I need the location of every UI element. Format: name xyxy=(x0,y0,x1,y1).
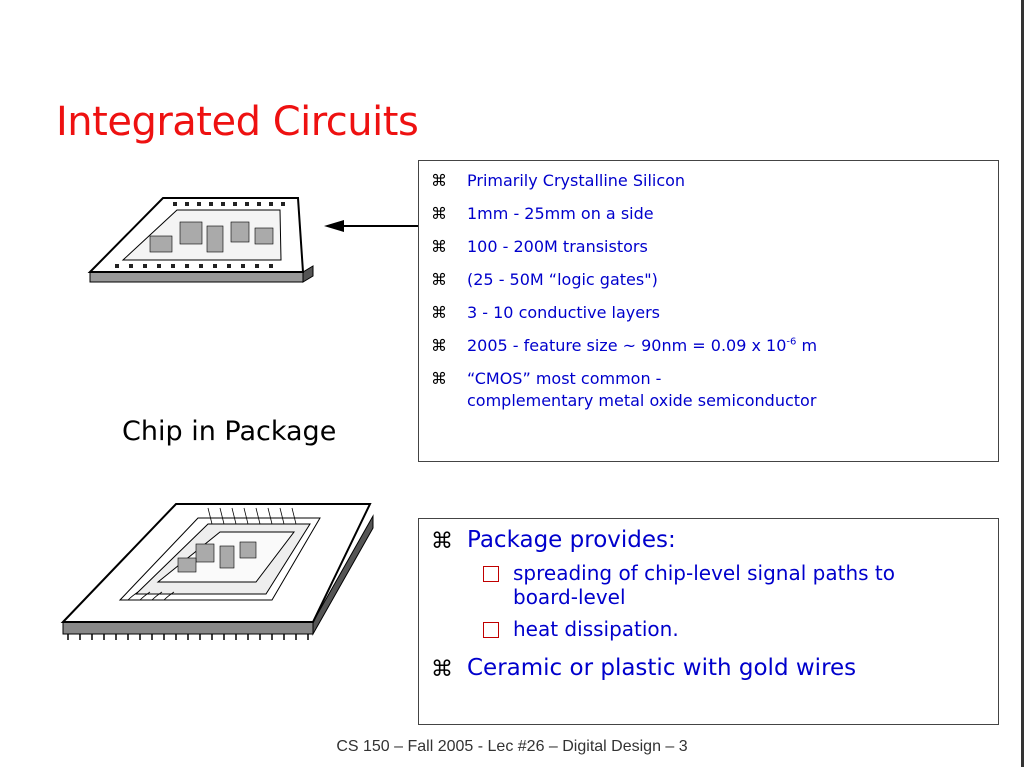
checkbox-icon xyxy=(483,566,499,582)
pointer-arrow xyxy=(324,220,420,232)
slide-right-border xyxy=(1021,0,1024,767)
command-key-icon: ⌘ xyxy=(431,204,447,223)
command-key-icon: ⌘ xyxy=(431,657,453,682)
command-key-icon: ⌘ xyxy=(431,336,447,355)
chip-caption: Chip in Package xyxy=(122,416,337,447)
command-key-icon: ⌘ xyxy=(431,369,447,388)
command-key-icon: ⌘ xyxy=(431,237,447,256)
package-box: ⌘ Package provides: spreading of chip-le… xyxy=(418,518,999,725)
slide-footer: CS 150 – Fall 2005 - Lec #26 – Digital D… xyxy=(336,738,688,755)
command-key-icon: ⌘ xyxy=(431,529,453,554)
chip-die-illustration xyxy=(87,197,314,283)
slide-title: Integrated Circuits xyxy=(56,99,419,145)
chip-facts-box: ⌘ Primarily Crystalline Silicon ⌘ 1mm - … xyxy=(418,160,999,462)
chip-package-illustration xyxy=(60,503,374,640)
command-key-icon: ⌘ xyxy=(431,270,447,289)
command-key-icon: ⌘ xyxy=(431,303,447,322)
command-key-icon: ⌘ xyxy=(431,171,447,190)
feature-size-fact: 2005 - feature size ~ 90nm = 0.09 x 10-6… xyxy=(467,336,818,355)
checkbox-icon xyxy=(483,622,499,638)
